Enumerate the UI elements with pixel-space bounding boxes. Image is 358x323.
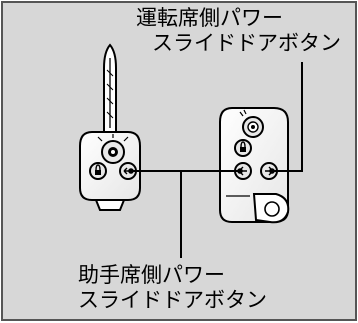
driver-side-callout-line1: 運転席側パワー xyxy=(136,6,283,30)
lock-button-icon xyxy=(89,162,107,180)
passenger-side-callout: 助手席側パワー スライドドアボタン xyxy=(78,263,267,313)
unlock-button-icon xyxy=(97,134,129,164)
passenger-side-callout-line1: 助手席側パワー xyxy=(78,263,225,287)
panic-button-icon xyxy=(239,109,264,138)
key-head xyxy=(79,131,141,211)
driver-side-callout-line2: スライドドアボタン xyxy=(152,31,341,55)
passenger-side-leader-line xyxy=(128,168,243,258)
passenger-side-callout-line2: スライドドアボタン xyxy=(78,288,267,312)
driver-side-leader-line xyxy=(269,62,303,174)
lock-button-icon xyxy=(234,139,252,157)
key-blade-icon xyxy=(103,43,117,137)
smart-remote xyxy=(219,107,290,224)
driver-side-callout: 運転席側パワー スライドドアボタン xyxy=(136,6,341,56)
